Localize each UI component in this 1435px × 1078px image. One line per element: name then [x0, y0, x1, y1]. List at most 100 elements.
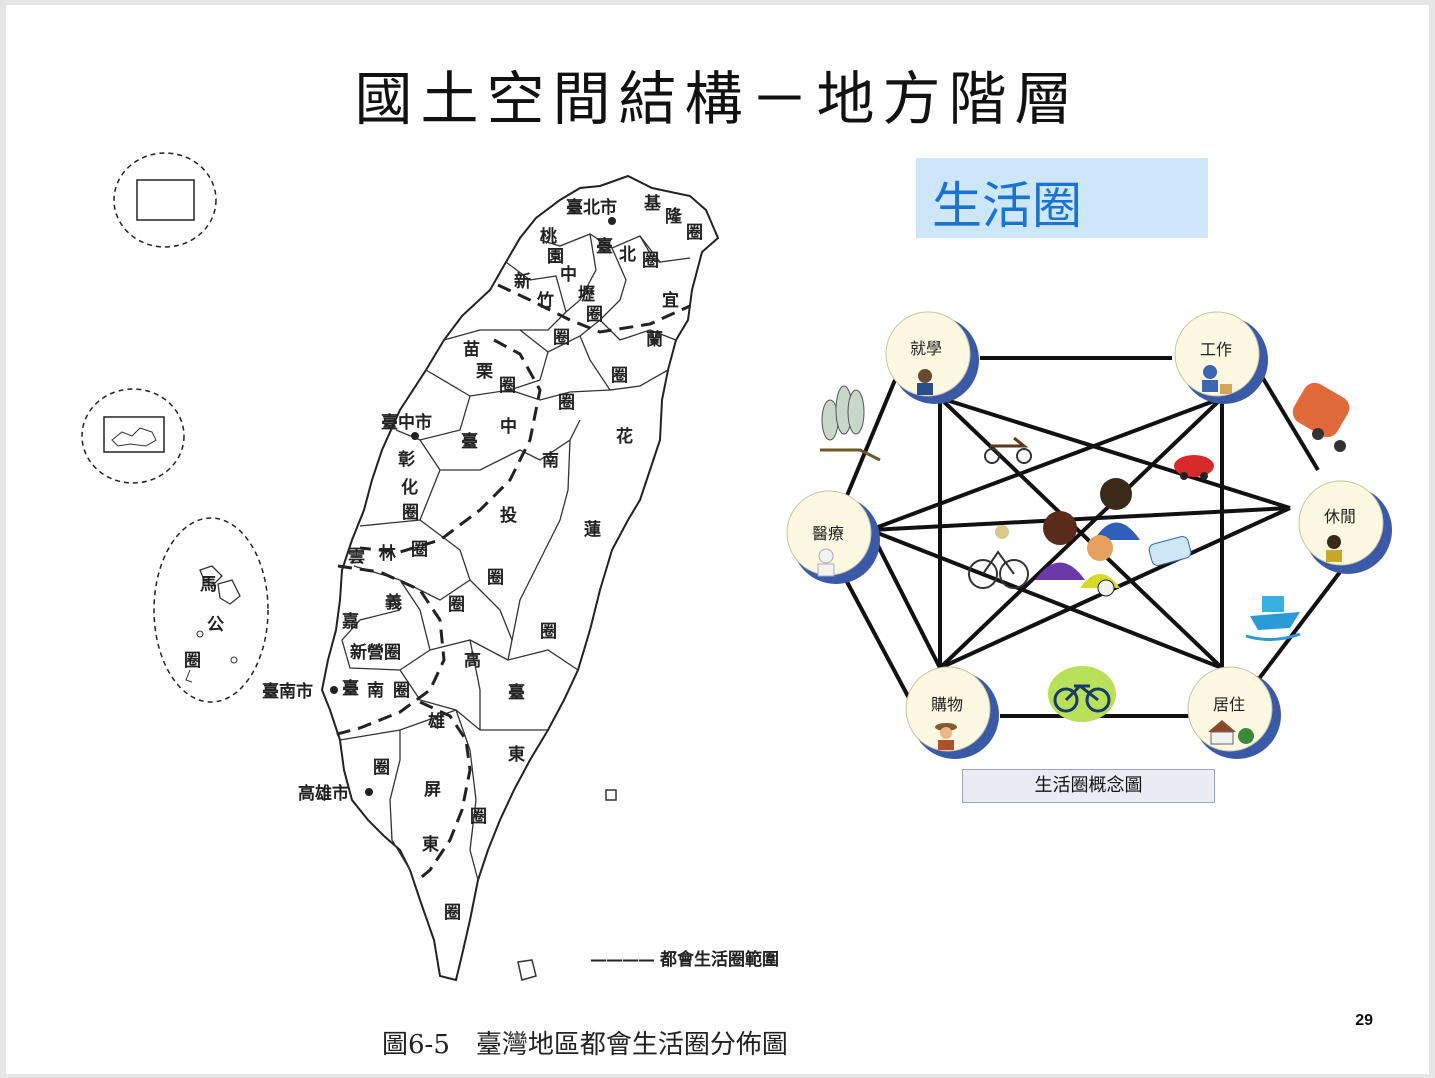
map-label: 投 [500, 505, 517, 526]
trees-icon [820, 385, 881, 462]
map-label: 圈 [411, 540, 428, 560]
matsu-frame [103, 416, 165, 453]
map-label: 圈 [373, 758, 390, 778]
cyclist-icon [968, 525, 1029, 589]
map-label: 圈 [470, 807, 487, 827]
legend-dash: ———— [590, 950, 655, 970]
map-label: 圈 [611, 366, 628, 386]
car-icon [1174, 455, 1214, 480]
node-work: 工作 [1174, 311, 1268, 404]
map-label: 圈 [184, 651, 201, 671]
node-label-shopping: 購物 [931, 695, 963, 714]
map-label: 圈 [444, 903, 461, 923]
map-label: 屏 [424, 780, 441, 800]
house-icon [1208, 720, 1236, 732]
living-circle-label-box: 生活圈 [916, 158, 1208, 238]
map-label: 高 [464, 650, 481, 671]
map-label: 壢 [578, 285, 595, 305]
map-label: 東 [422, 834, 439, 855]
map-label: 圈 [448, 595, 465, 615]
slide-title: 國土空間結構－地方階層 [354, 65, 1081, 133]
map-label: 雄 [427, 711, 445, 732]
node-study: 就學 [885, 311, 979, 404]
bicycle-icon [1048, 666, 1116, 722]
map-label: 南 [367, 680, 384, 701]
map-label: 園 [547, 247, 564, 267]
node-label-medical: 醫療 [812, 524, 844, 543]
map-label: 義 [385, 592, 402, 613]
map-label: 臺 [508, 682, 525, 703]
map-label: 臺 [596, 236, 613, 257]
map-label-taipei-city: 臺北市 [566, 197, 617, 218]
map-label: 東 [508, 744, 525, 765]
kinmen-frame [136, 179, 195, 221]
map-label: 新 [514, 271, 531, 292]
map-label: 桃 [540, 226, 557, 247]
map-label: 栗 [476, 362, 493, 382]
map-label: 宜 [662, 290, 679, 311]
map-label: 雲 [348, 547, 365, 567]
map-label: 圈 [586, 305, 603, 325]
kinmen-inset [113, 152, 217, 248]
matsu-inset [81, 388, 185, 484]
map-label: 圈 [487, 568, 504, 588]
map-label: 中 [560, 264, 577, 285]
van-icon [1292, 382, 1350, 452]
ship-icon [1245, 596, 1301, 641]
student-icon [918, 369, 932, 383]
living-circle-label: 生活圈 [932, 177, 1082, 235]
map-label: 圈 [558, 393, 575, 413]
tram-icon [1148, 536, 1192, 566]
map-label: 蓮 [584, 519, 601, 540]
map-label: 隆 [665, 206, 683, 227]
penghu-inset [153, 517, 269, 703]
map-caption: 圖6-5 臺灣地區都會生活圈分佈圖 [382, 1030, 788, 1060]
map-label: 化 [401, 477, 418, 498]
node-leisure: 休閒 [1298, 480, 1392, 574]
page-number: 29 [1355, 1012, 1373, 1029]
worker-icon [1203, 365, 1217, 379]
doctor-icon [818, 548, 834, 564]
node-label-work: 工作 [1200, 340, 1232, 359]
concept-caption: 生活圈概念圖 [962, 769, 1215, 803]
person-icon [1327, 535, 1341, 549]
map-legend: ————都會生活圈範圍 [590, 945, 779, 970]
node-label-study: 就學 [910, 339, 942, 358]
map-label: 基 [643, 193, 662, 214]
node-residence: 居住 [1187, 666, 1281, 759]
map-label: 中 [500, 416, 517, 437]
map-label: 圈 [540, 622, 557, 642]
map-label: 南 [542, 450, 559, 471]
map-label: 彰 [398, 449, 415, 470]
map-label: 圈 [553, 328, 570, 348]
map-label: 圈 [499, 376, 516, 396]
map-label: 臺 [461, 431, 478, 452]
map-label-tainan-city: 臺南市 [262, 681, 313, 702]
map-label: 林 [379, 543, 396, 564]
map-label-taichung-city: 臺中市 [381, 412, 432, 433]
map-label: 竹 [536, 290, 554, 311]
map-label: 北 [619, 245, 636, 265]
map-label: 圈 [402, 503, 419, 523]
legend-text: 都會生活圈範圍 [660, 950, 779, 970]
node-medical: 醫療 [786, 490, 880, 584]
map-label: 圈 [393, 681, 410, 701]
node-shopping: 購物 [905, 666, 999, 759]
node-label-leisure: 休閒 [1324, 507, 1356, 526]
map-label: 嘉 [341, 611, 359, 632]
motorcycle-icon [984, 436, 1032, 464]
map-label: 苗 [463, 339, 480, 360]
node-label-residence: 居住 [1213, 695, 1245, 714]
map-label: 圈 [686, 223, 703, 243]
map-label-kaohsiung-city: 高雄市 [298, 783, 349, 804]
map-label: 新營圈 [350, 642, 401, 663]
map-label: 花 [616, 426, 633, 447]
map-label: 蘭 [646, 329, 663, 350]
map-label: 臺 [342, 678, 359, 699]
map-label: 公 [207, 615, 224, 635]
map-label: 馬 [200, 575, 217, 595]
people-icon [1035, 478, 1140, 597]
map-label: 圈 [642, 251, 659, 271]
